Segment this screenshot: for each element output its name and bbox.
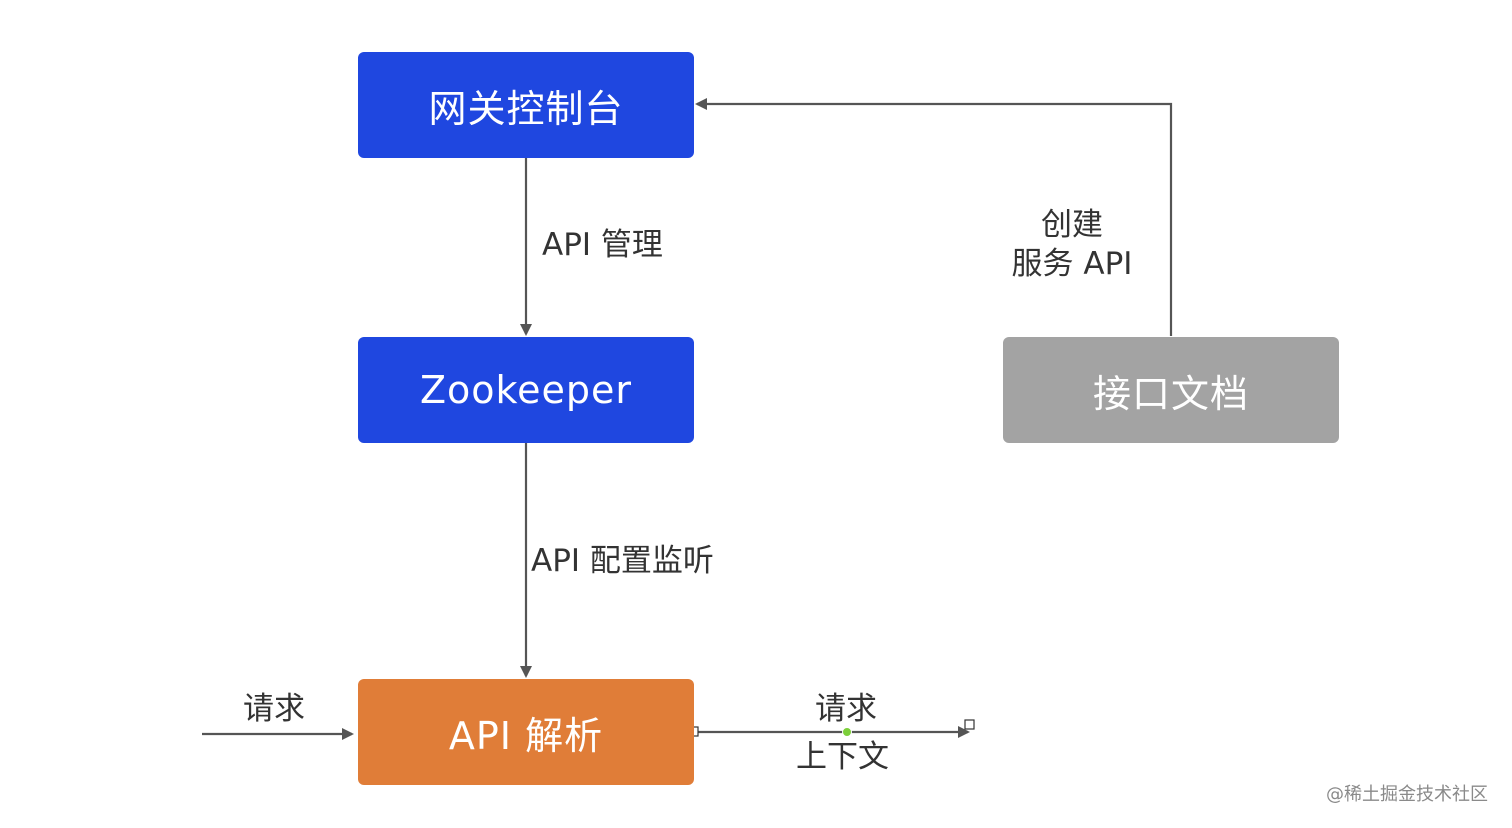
label-create-service-line1: 创建 <box>1041 207 1103 243</box>
connector-mid-handle[interactable] <box>842 727 852 737</box>
label-request-out: 请求 <box>815 691 877 727</box>
node-zookeeper[interactable]: Zookeeper <box>358 337 694 443</box>
label-create-service: 创建 服务 API <box>996 206 1148 284</box>
label-config-listen: API 配置监听 <box>531 543 714 579</box>
label-create-service-line2: 服务 API <box>1011 245 1133 282</box>
node-api-doc[interactable]: 接口文档 <box>1003 337 1339 443</box>
label-api-manage: API 管理 <box>542 227 663 263</box>
label-context: 上下文 <box>796 739 889 775</box>
node-api-parse[interactable]: API 解析 <box>358 679 694 785</box>
connector-end-handle[interactable] <box>964 719 975 730</box>
edge-doc-to-console <box>695 98 1173 336</box>
watermark: @稀土掘金技术社区 <box>1326 784 1488 805</box>
label-request-in: 请求 <box>243 691 305 727</box>
node-gateway-console[interactable]: 网关控制台 <box>358 52 694 158</box>
